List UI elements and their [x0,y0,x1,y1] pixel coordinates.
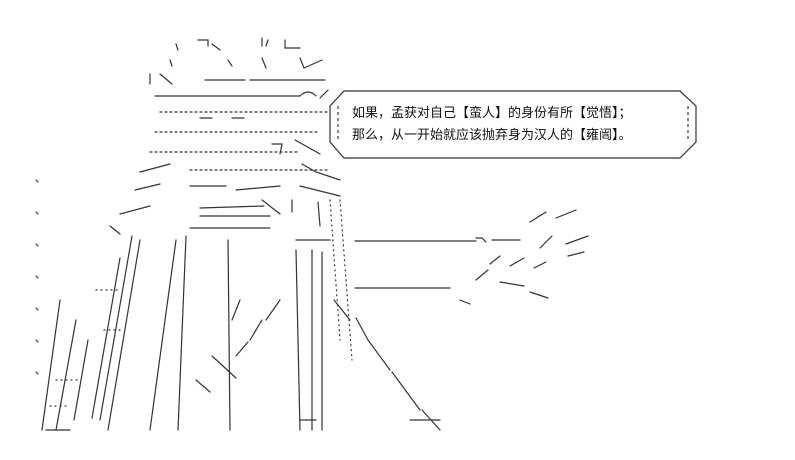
speech-line-2: 那么，从一开始就应该抛弃身为汉人的【雍闿】。 [352,128,632,143]
speech-bubble-text: 如果，孟获对自己【蛮人】的身份有所【觉悟】； 那么，从一开始就应该抛弃身为汉人的… [352,103,632,147]
speech-bubble-outline [329,90,697,159]
speech-line-1: 如果，孟获对自己【蛮人】的身份有所【觉悟】； [352,106,632,121]
